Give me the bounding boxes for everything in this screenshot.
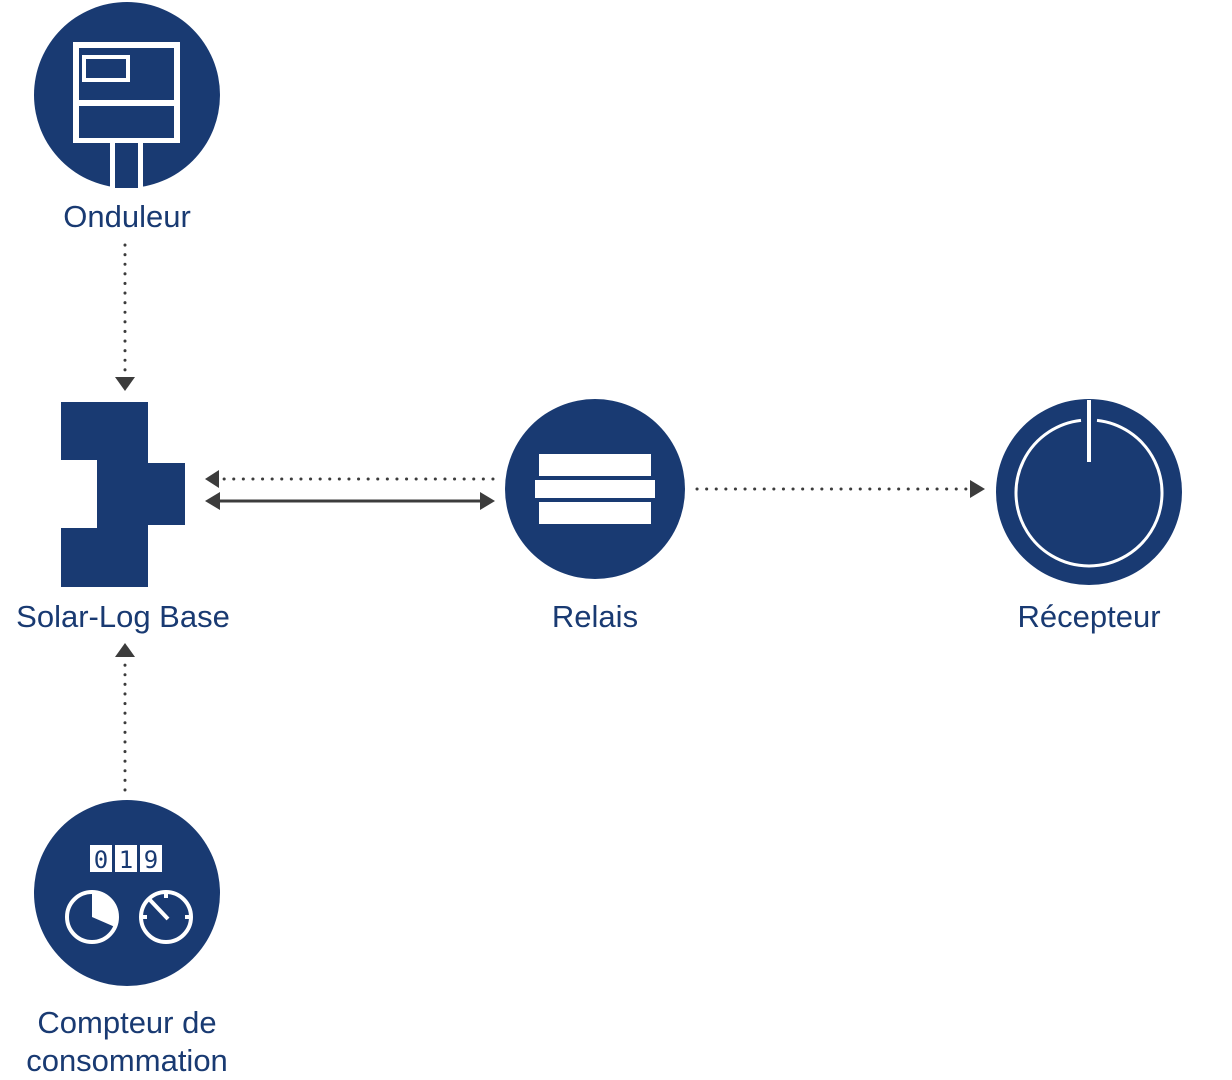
- digit-box: [90, 845, 112, 872]
- node-onduleur: [34, 2, 220, 188]
- arrowhead-left-icon: [205, 470, 219, 488]
- edges: [115, 243, 985, 792]
- arrowhead-right-icon: [970, 480, 985, 498]
- digit-box: [140, 845, 162, 872]
- digit-box: [115, 845, 137, 872]
- label-relais: Relais: [551, 599, 639, 634]
- meter-digit: 1: [119, 846, 133, 874]
- node-recepteur: [996, 399, 1182, 585]
- node-relais: [505, 399, 685, 579]
- arrowhead-right-icon: [480, 492, 495, 510]
- meter-digit: 9: [144, 846, 158, 874]
- meter-icon: [34, 800, 220, 986]
- label-compteur-de-consommation: Compteur de consommation: [26, 1004, 228, 1080]
- power-icon: [996, 399, 1182, 585]
- label-recepteur: Récepteur: [1017, 599, 1161, 634]
- label-onduleur: Onduleur: [63, 199, 191, 234]
- label-solar-log-base: Solar-Log Base: [16, 599, 230, 634]
- arrowhead-up-icon: [115, 643, 135, 657]
- arrowhead-left-icon: [205, 492, 220, 510]
- arrowhead-down-icon: [115, 377, 135, 391]
- node-solar-log: [61, 402, 185, 587]
- meter-digit: 0: [94, 846, 108, 874]
- label-line: consommation: [26, 1043, 228, 1078]
- node-compteur: 0 1 9: [34, 800, 220, 986]
- solar-log-device-icon: [61, 402, 185, 587]
- label-line: Compteur de: [37, 1005, 217, 1040]
